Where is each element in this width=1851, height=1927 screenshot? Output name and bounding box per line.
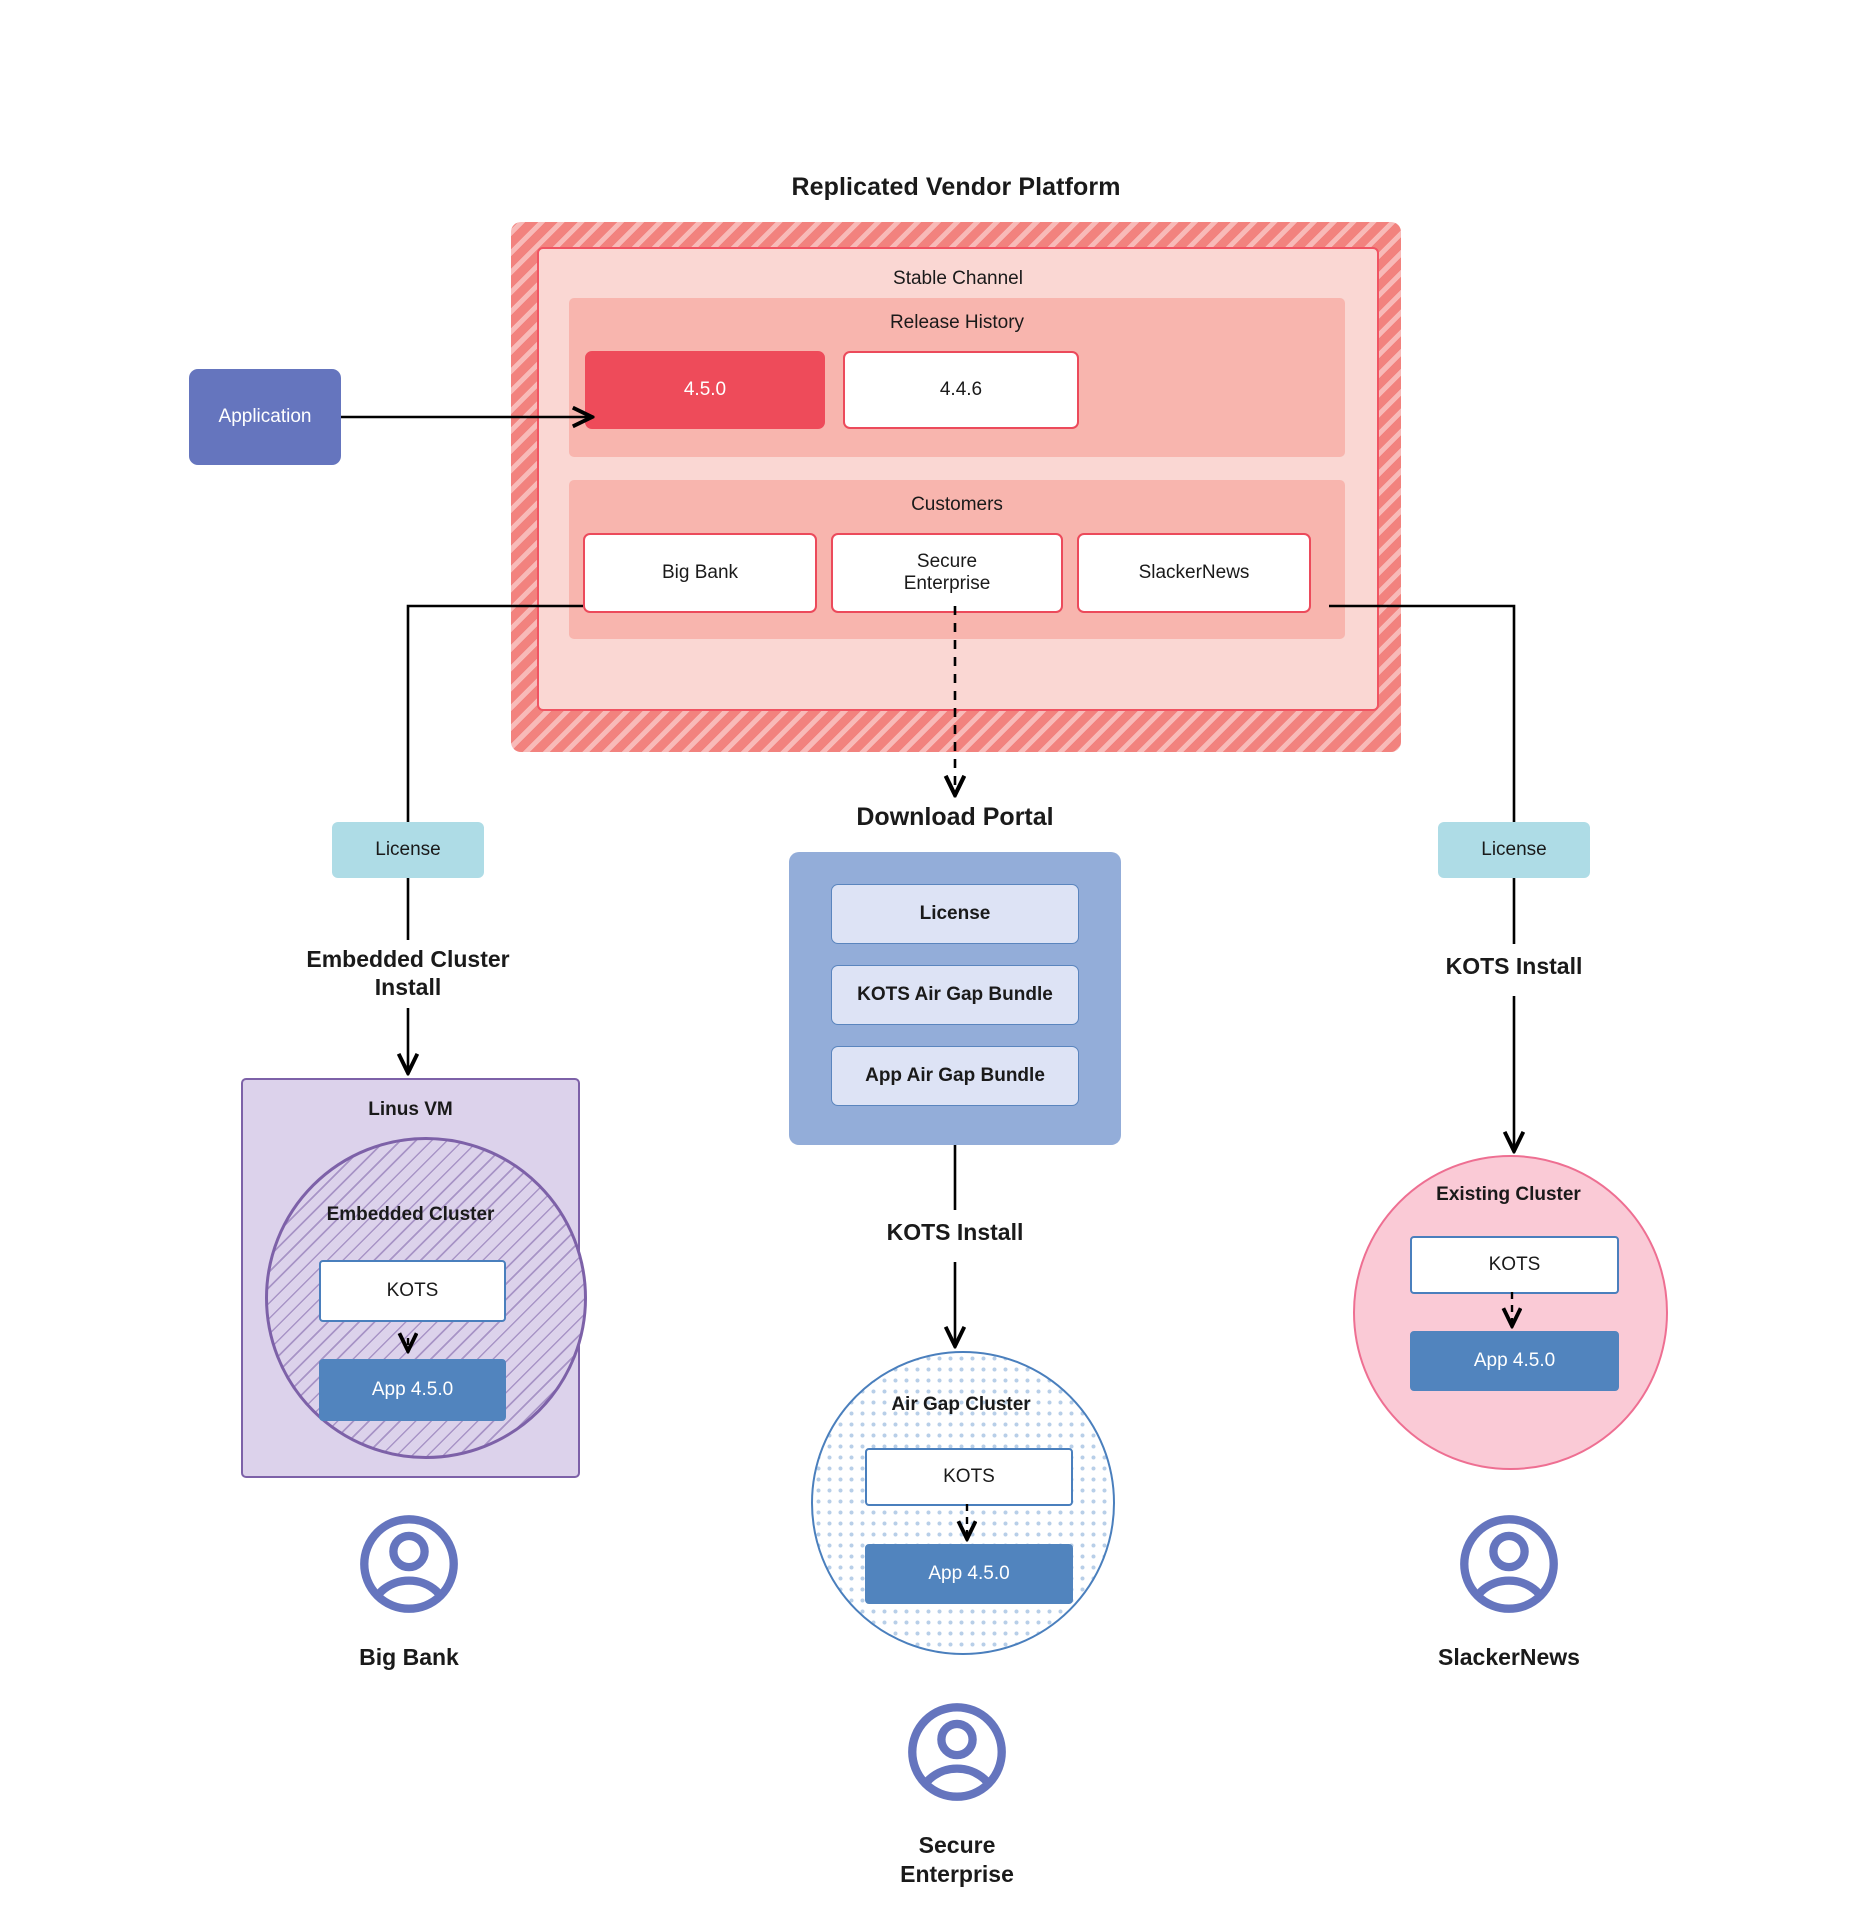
customers-label: Customers: [911, 494, 1003, 515]
user-avatar-icon: [908, 1703, 1006, 1801]
release-history-panel: Release History 4.5.0 4.4.6: [569, 298, 1345, 457]
license-right-label: License: [1481, 839, 1547, 860]
existing-app-box[interactable]: App 4.5.0: [1410, 1331, 1619, 1391]
existing-app-label: App 4.5.0: [1473, 1350, 1556, 1371]
download-portal-title: Download Portal: [856, 802, 1054, 831]
embedded-app-box[interactable]: App 4.5.0: [319, 1359, 506, 1421]
embedded-kots-box[interactable]: KOTS: [319, 1260, 506, 1322]
linux-vm-container: Linus VM Embedded Cluster KOTS App 4.5.0: [241, 1078, 587, 1478]
release-chip-previous[interactable]: 4.4.6: [843, 351, 1079, 429]
release-chip-current[interactable]: 4.5.0: [585, 351, 825, 429]
vendor-platform-container: Stable Channel Release History 4.5.0 4.4…: [511, 222, 1401, 752]
persona-secure-enterprise: Secure Enterprise: [900, 1700, 1014, 1889]
air-gap-cluster-label: Air Gap Cluster: [891, 1394, 1031, 1415]
airgap-kots-box[interactable]: KOTS: [865, 1448, 1073, 1506]
release-history-label: Release History: [889, 312, 1025, 333]
edge-label-kots-install-right: KOTS Install: [1445, 952, 1583, 979]
customer-chip-line2: Enterprise: [903, 573, 991, 594]
portal-item-label: App Air Gap Bundle: [865, 1065, 1045, 1086]
user-avatar-icon: [1460, 1515, 1558, 1613]
license-left-label: License: [375, 839, 441, 860]
portal-item-label: KOTS Air Gap Bundle: [857, 984, 1053, 1005]
application-box[interactable]: Application: [189, 369, 341, 465]
portal-item-label: License: [919, 903, 991, 924]
portal-item-kots-air-gap-bundle[interactable]: KOTS Air Gap Bundle: [831, 965, 1079, 1025]
existing-cluster-label: Existing Cluster: [1436, 1184, 1581, 1205]
edge-label-line2: Install: [374, 974, 442, 1000]
persona-big-bank: Big Bank: [357, 1512, 461, 1672]
edge-label-line1: Embedded Cluster: [306, 945, 510, 972]
embedded-cluster-label: Embedded Cluster: [326, 1204, 495, 1225]
persona-label: Big Bank: [359, 1644, 459, 1670]
portal-item-license[interactable]: License: [831, 884, 1079, 944]
customer-chip-slackernews[interactable]: SlackerNews: [1077, 533, 1311, 613]
customers-panel: Customers Big Bank Secure Enterprise Sla…: [569, 480, 1345, 639]
user-avatar-icon: [360, 1515, 458, 1613]
existing-kots-label: KOTS: [1488, 1254, 1541, 1275]
airgap-app-label: App 4.5.0: [928, 1563, 1010, 1584]
page-title: Replicated Vendor Platform: [791, 172, 1121, 201]
license-chip-left[interactable]: License: [332, 822, 484, 878]
edge-label-embedded-cluster-install: Embedded Cluster Install: [248, 942, 568, 1004]
persona-slackernews: SlackerNews: [1438, 1512, 1580, 1672]
application-label: Application: [218, 406, 312, 427]
stable-channel-panel: Stable Channel Release History 4.5.0 4.4…: [537, 247, 1379, 711]
customer-chip-secure-enterprise[interactable]: Secure Enterprise: [831, 533, 1063, 613]
customer-chip-line1: Secure: [916, 551, 978, 572]
embedded-app-label: App 4.5.0: [371, 1379, 454, 1400]
license-chip-right[interactable]: License: [1438, 822, 1590, 878]
linux-vm-label: Linus VM: [368, 1099, 453, 1120]
stable-channel-label: Stable Channel: [893, 268, 1023, 289]
persona-label-line2: Enterprise: [900, 1860, 1014, 1887]
persona-label: SlackerNews: [1438, 1644, 1580, 1670]
portal-item-app-air-gap-bundle[interactable]: App Air Gap Bundle: [831, 1046, 1079, 1106]
airgap-app-box[interactable]: App 4.5.0: [865, 1544, 1073, 1604]
persona-label-line1: Secure: [918, 1832, 996, 1858]
embedded-kots-label: KOTS: [386, 1280, 439, 1301]
airgap-kots-label: KOTS: [943, 1466, 995, 1487]
customer-chip-big-bank[interactable]: Big Bank: [583, 533, 817, 613]
download-portal-container: License KOTS Air Gap Bundle App Air Gap …: [789, 852, 1121, 1145]
existing-kots-box[interactable]: KOTS: [1410, 1236, 1619, 1294]
edge-label-kots-install-center: KOTS Install: [886, 1218, 1024, 1245]
